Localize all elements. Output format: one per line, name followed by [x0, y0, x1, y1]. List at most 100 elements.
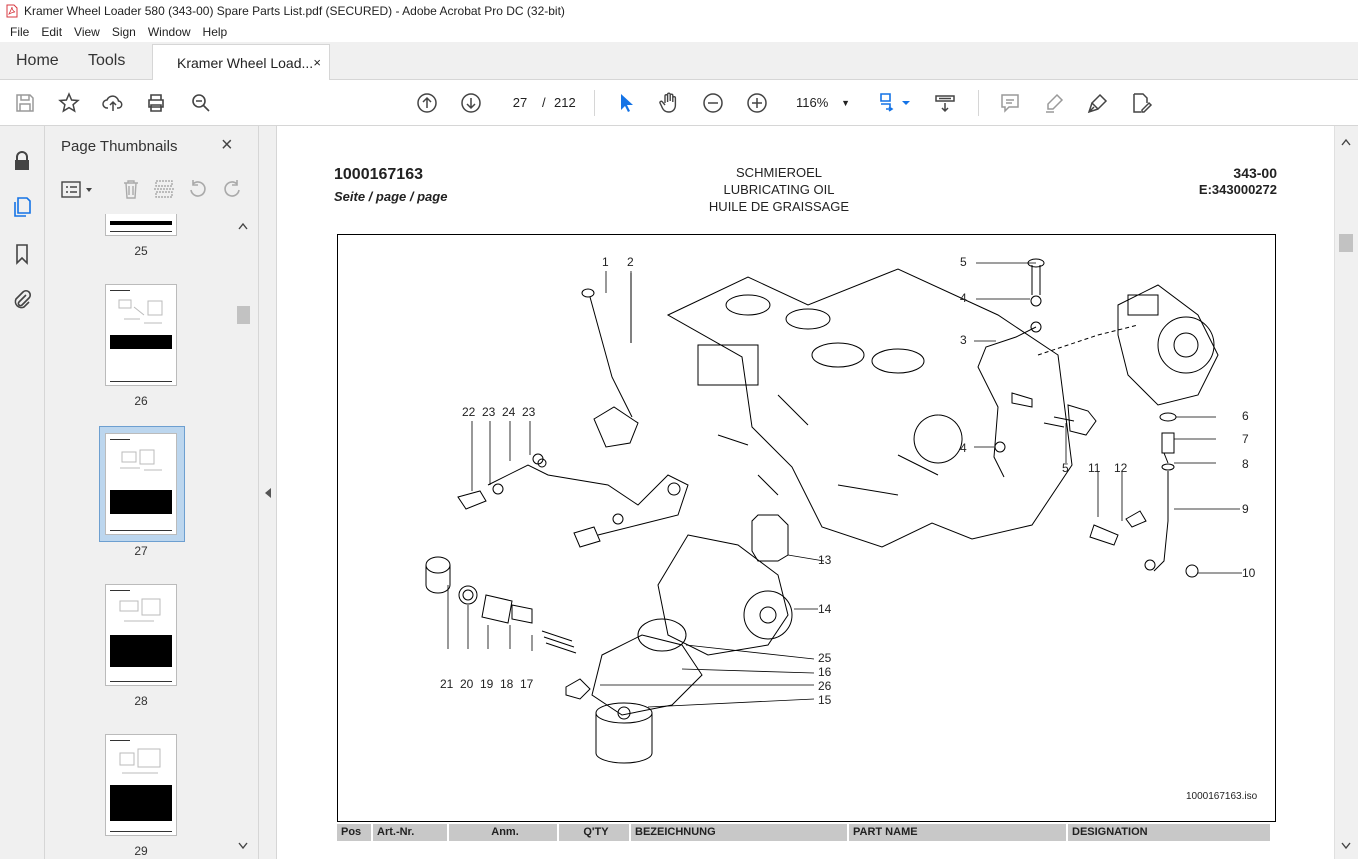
thumbnail-drawing — [119, 598, 161, 622]
scroll-thumb[interactable] — [237, 306, 250, 324]
scroll-up-icon[interactable] — [1341, 138, 1351, 146]
thumbnail-page[interactable] — [105, 734, 177, 836]
thumbnail-page[interactable] — [105, 284, 177, 386]
callout-label: 19 — [480, 677, 494, 691]
menu-bar: File Edit View Sign Window Help — [0, 22, 1358, 42]
highlight-pen-icon[interactable] — [1042, 91, 1066, 115]
edit-pdf-icon[interactable] — [1129, 91, 1153, 115]
scroll-down-icon[interactable] — [238, 842, 248, 850]
print-icon[interactable] — [144, 91, 168, 115]
col-designation: DESIGNATION — [1068, 824, 1270, 841]
bookmarks-icon[interactable] — [11, 243, 33, 265]
window-title: Kramer Wheel Loader 580 (343-00) Spare P… — [24, 4, 565, 18]
chevron-down-icon[interactable] — [900, 91, 912, 115]
rotate-counterclockwise-icon[interactable] — [187, 178, 209, 200]
scrolling-mode-icon[interactable] — [933, 91, 957, 115]
collapse-left-icon[interactable] — [264, 487, 272, 499]
thumbnails-scrollbar[interactable] — [235, 216, 251, 856]
parts-table-header: Pos Art.-Nr. Anm. Q'TY BEZEICHNUNG PART … — [337, 824, 1276, 841]
callout-label: 23 — [482, 405, 496, 419]
callout-label: 17 — [520, 677, 534, 691]
left-navigation-rail — [0, 126, 45, 859]
page-number-input[interactable]: 27 — [502, 90, 538, 116]
toolbar-divider — [594, 90, 595, 116]
col-pos: Pos — [337, 824, 371, 841]
bookmark-star-icon[interactable] — [57, 91, 81, 115]
callout-label: 7 — [1242, 432, 1249, 446]
save-icon[interactable] — [13, 91, 37, 115]
page-thumbnails-panel: Page Thumbnails × 25 26 27 — [45, 126, 259, 859]
thumbnail-options-icon[interactable] — [61, 180, 95, 200]
menu-help[interactable]: Help — [202, 25, 228, 39]
acrobat-app-icon — [6, 4, 18, 18]
callout-label: 5 — [960, 255, 967, 269]
callout-label: 4 — [960, 441, 967, 455]
extract-pages-icon[interactable] — [153, 178, 175, 200]
zoom-level-dropdown[interactable]: 116% ▼ — [788, 90, 856, 116]
close-tab-icon[interactable]: × — [313, 55, 321, 70]
document-ref: E:343000272 — [1198, 182, 1277, 197]
share-upload-icon[interactable] — [101, 91, 125, 115]
menu-view[interactable]: View — [74, 25, 100, 39]
thumbnails-list: 25 26 27 28 — [45, 214, 241, 859]
tab-document[interactable]: Kramer Wheel Load... × — [152, 44, 330, 81]
rotate-clockwise-icon[interactable] — [221, 178, 243, 200]
thumbnail-label: 28 — [134, 694, 148, 708]
callout-label: 6 — [1242, 409, 1249, 423]
scroll-down-icon[interactable] — [1341, 842, 1351, 850]
title-bar: Kramer Wheel Loader 580 (343-00) Spare P… — [0, 0, 1358, 22]
zoom-in-icon[interactable] — [745, 91, 769, 115]
page-thumbnails-icon[interactable] — [11, 196, 33, 218]
lock-icon[interactable] — [11, 150, 33, 172]
thumbnail-page-selected[interactable] — [105, 433, 177, 535]
callout-label: 9 — [1242, 502, 1249, 516]
hand-pan-icon[interactable] — [657, 91, 681, 115]
panel-title: Page Thumbnails — [61, 138, 178, 155]
thumbnail-page[interactable] — [105, 214, 177, 236]
menu-file[interactable]: File — [10, 25, 30, 39]
zoom-out-icon[interactable] — [701, 91, 725, 115]
menu-edit[interactable]: Edit — [41, 25, 63, 39]
callout-label: 26 — [818, 679, 832, 693]
document-title-block: SCHMIEROEL LUBRICATING OIL HUILE DE GRAI… — [679, 164, 879, 215]
comment-icon[interactable] — [998, 91, 1022, 115]
document-page-label: Seite / page / page — [334, 189, 448, 204]
menu-sign[interactable]: Sign — [111, 25, 136, 39]
callout-label: 4 — [960, 291, 967, 305]
thumbnail-label: 27 — [134, 544, 148, 558]
document-viewport[interactable]: 1000167163 Seite / page / page SCHMIEROE… — [277, 126, 1334, 859]
callout-label: 12 — [1114, 461, 1128, 475]
exploded-parts-drawing: 1 2 5 4 3 4 5 11 12 6 7 8 9 10 22 23 24 … — [337, 234, 1276, 822]
tab-document-label: Kramer Wheel Load... — [177, 55, 314, 71]
panel-toolbar — [45, 172, 259, 206]
menu-window[interactable]: Window — [147, 25, 191, 39]
main-toolbar: 27 / 212 116% ▼ — [0, 80, 1358, 126]
thumbnail-page[interactable] — [105, 584, 177, 686]
page-total: 212 — [554, 95, 576, 110]
tab-home[interactable]: Home — [16, 52, 59, 69]
drawing-file-name: 1000167163.iso — [1186, 791, 1258, 802]
page-display-icon[interactable] — [878, 91, 902, 115]
callout-label: 21 — [440, 677, 454, 691]
scroll-up-icon[interactable] — [238, 222, 248, 230]
callout-label: 3 — [960, 333, 967, 347]
col-part-name: PART NAME — [849, 824, 1066, 841]
tab-tools[interactable]: Tools — [88, 52, 126, 69]
next-page-icon[interactable] — [459, 91, 483, 115]
callout-label: 15 — [818, 693, 832, 707]
select-cursor-icon[interactable] — [614, 91, 638, 115]
attachments-paperclip-icon[interactable] — [11, 288, 33, 310]
panel-collapse-strip[interactable] — [259, 126, 277, 859]
previous-page-icon[interactable] — [415, 91, 439, 115]
title-french: HUILE DE GRAISSAGE — [708, 199, 850, 214]
document-scrollbar[interactable] — [1334, 126, 1358, 859]
zoom-search-icon[interactable] — [189, 91, 213, 115]
scroll-thumb[interactable] — [1339, 234, 1353, 252]
close-panel-icon[interactable]: × — [221, 134, 233, 156]
delete-page-icon[interactable] — [121, 178, 141, 200]
document-group: 343-00 — [1233, 165, 1277, 181]
zoom-level-value: 116% — [796, 95, 829, 110]
callout-label: 23 — [522, 405, 536, 419]
draw-sign-icon[interactable] — [1086, 91, 1110, 115]
thumbnail-label: 25 — [134, 244, 148, 258]
